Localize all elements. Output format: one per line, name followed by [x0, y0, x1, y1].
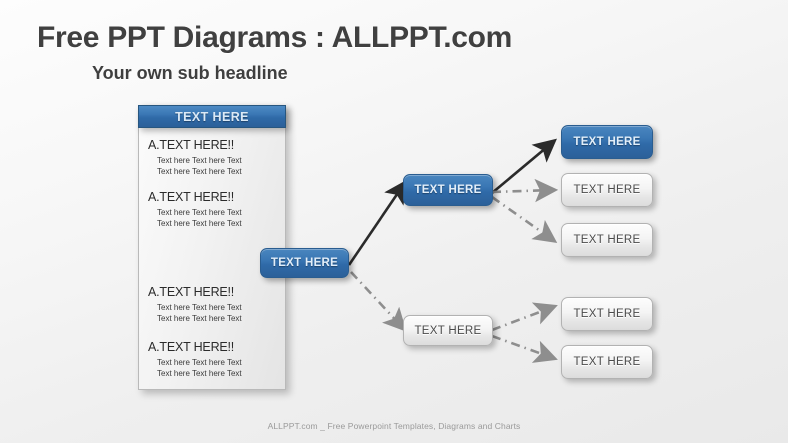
node-top-child-2[interactable]: TEXT HERE	[561, 173, 653, 207]
list-item[interactable]: A.TEXT HERE!! Text here Text here Text T…	[148, 138, 278, 177]
link-bottom-to-child1	[491, 302, 558, 332]
node-bottom-child-1[interactable]: TEXT HERE	[561, 297, 653, 331]
list-item-heading: A.TEXT HERE!!	[148, 190, 235, 204]
list-item-line: Text here Text here Text	[157, 358, 242, 367]
link-top-to-child1	[491, 138, 557, 194]
node-root[interactable]: TEXT HERE	[260, 248, 349, 278]
link-bottom-to-child2	[491, 334, 558, 363]
page-subtitle: Your own sub headline	[92, 63, 288, 83]
link-top-to-child3	[491, 195, 558, 243]
list-item-line: Text here Text here Text	[157, 156, 242, 165]
list-item-line: Text here Text here Text	[157, 314, 242, 323]
list-item-body: Text here Text here Text Text here Text …	[157, 155, 278, 177]
list-item-line: Text here Text here Text	[157, 369, 242, 378]
list-item[interactable]: A.TEXT HERE!! Text here Text here Text T…	[148, 340, 278, 379]
list-item-body: Text here Text here Text Text here Text …	[157, 302, 278, 324]
node-top-child-1[interactable]: TEXT HERE	[561, 125, 653, 159]
list-item-line: Text here Text here Text	[157, 303, 242, 312]
link-root-to-bottom	[350, 271, 407, 332]
list-item[interactable]: A.TEXT HERE!! Text here Text here Text T…	[148, 285, 278, 324]
list-item-heading: A.TEXT HERE!!	[148, 340, 235, 354]
list-item-heading: A.TEXT HERE!!	[148, 138, 235, 152]
link-top-to-child2	[491, 178, 559, 203]
left-panel-header[interactable]: TEXT HERE	[138, 105, 286, 128]
list-item-heading: A.TEXT HERE!!	[148, 285, 235, 299]
list-item-line: Text here Text here Text	[157, 219, 242, 228]
left-panel	[138, 105, 286, 390]
list-item-line: Text here Text here Text	[157, 208, 242, 217]
node-branch-top[interactable]: TEXT HERE	[403, 174, 493, 206]
footer-credit: ALLPPT.com _ Free Powerpoint Templates, …	[267, 421, 521, 431]
list-item-line: Text here Text here Text	[157, 167, 242, 176]
list-item-body: Text here Text here Text Text here Text …	[157, 357, 278, 379]
list-item[interactable]: A.TEXT HERE!! Text here Text here Text T…	[148, 190, 278, 229]
list-item-body: Text here Text here Text Text here Text …	[157, 207, 278, 229]
node-top-child-3[interactable]: TEXT HERE	[561, 223, 653, 257]
node-branch-bottom[interactable]: TEXT HERE	[403, 315, 493, 346]
node-bottom-child-2[interactable]: TEXT HERE	[561, 345, 653, 379]
page-title: Free PPT Diagrams : ALLPPT.com	[37, 21, 513, 54]
link-root-to-top	[347, 179, 407, 266]
